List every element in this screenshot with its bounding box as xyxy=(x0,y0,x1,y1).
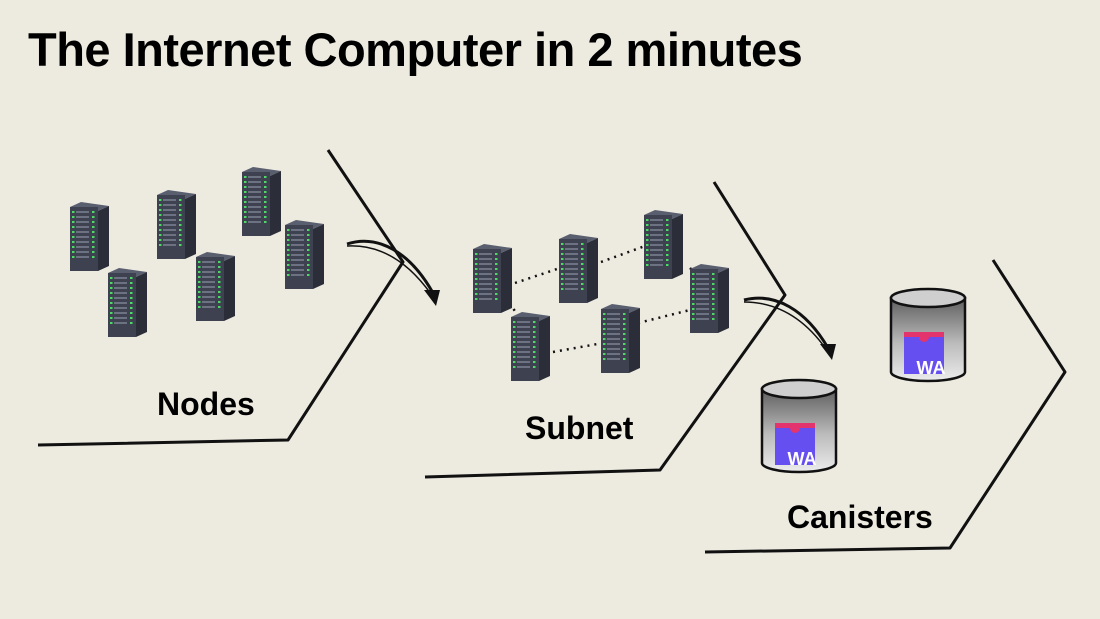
chevron-divider-icon xyxy=(704,259,1067,554)
canister-icon: WA xyxy=(889,287,967,383)
webassembly-logo-icon: WA xyxy=(788,449,817,469)
server-icon xyxy=(242,167,281,236)
stage-label-subnet: Subnet xyxy=(525,410,634,446)
server-icon xyxy=(559,234,598,303)
server-icon xyxy=(511,312,550,381)
server-icon xyxy=(285,220,324,289)
chevron-divider-icon xyxy=(424,181,787,479)
stage-label-nodes: Nodes xyxy=(157,386,255,422)
server-icon xyxy=(644,210,683,279)
server-icon xyxy=(70,202,109,271)
webassembly-logo-icon: WA xyxy=(917,358,946,378)
curved-arrow-icon xyxy=(346,239,440,306)
stage-label-canisters: Canisters xyxy=(787,499,933,535)
page-title: The Internet Computer in 2 minutes xyxy=(28,23,803,76)
chevron-divider-icon xyxy=(37,149,405,447)
server-icon xyxy=(601,304,640,373)
server-icon xyxy=(473,244,512,313)
curved-arrow-icon xyxy=(743,296,836,360)
canister-icon: WA xyxy=(760,378,838,474)
server-icon xyxy=(196,252,235,321)
server-icon xyxy=(157,190,196,259)
server-icon xyxy=(690,264,729,333)
server-icon xyxy=(108,268,147,337)
